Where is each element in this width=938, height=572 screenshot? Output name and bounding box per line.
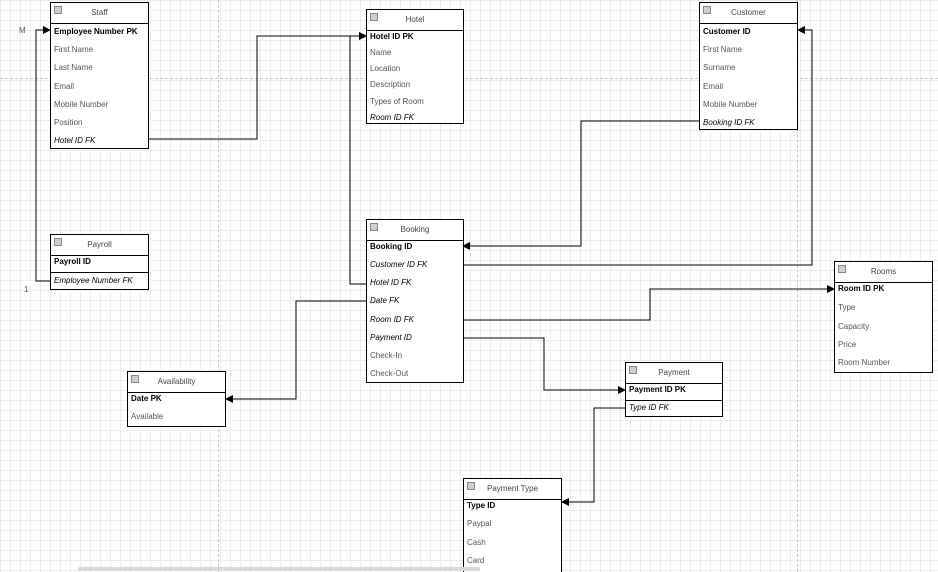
cardinality-one-label: 1 bbox=[24, 285, 29, 294]
edge-booking-rooms bbox=[463, 285, 835, 321]
table-icon bbox=[703, 6, 711, 14]
entity-customer-field[interactable]: Surname bbox=[703, 63, 736, 72]
entity-booking-field[interactable]: Payment ID bbox=[370, 333, 412, 342]
edge-payment-paymenttype bbox=[561, 407, 625, 506]
edge-booking-customer bbox=[463, 26, 813, 266]
page-break-line bbox=[0, 78, 938, 79]
entity-rooms-field[interactable]: Capacity bbox=[838, 322, 870, 331]
cardinality-many-label: M bbox=[19, 26, 26, 35]
entity-availability-field[interactable]: Available bbox=[131, 412, 164, 421]
entity-staff-field[interactable]: Position bbox=[54, 118, 83, 127]
entity-payment-title: Payment bbox=[658, 368, 690, 377]
entity-rooms-title: Rooms bbox=[870, 267, 897, 276]
entity-payment-type-field[interactable]: Cash bbox=[467, 538, 486, 547]
table-icon bbox=[54, 6, 62, 14]
entity-rooms-field[interactable]: Room Number bbox=[838, 358, 891, 367]
entity-rooms-field[interactable]: Price bbox=[838, 340, 857, 349]
entity-booking-header[interactable]: Booking bbox=[367, 220, 463, 241]
key-separator bbox=[626, 400, 722, 401]
entity-hotel-field[interactable]: Name bbox=[370, 48, 392, 57]
entity-customer-field[interactable]: Customer ID bbox=[703, 27, 751, 36]
entity-payment-type-field[interactable]: Type ID bbox=[467, 501, 496, 510]
edge-booking-hotel bbox=[349, 32, 367, 285]
entity-staff-field[interactable]: Last Name bbox=[54, 63, 93, 72]
entity-payment-type-title: Payment Type bbox=[487, 484, 538, 493]
entity-availability-header[interactable]: Availability bbox=[128, 372, 225, 393]
entity-staff-field[interactable]: Employee Number PK bbox=[54, 27, 138, 36]
entity-staff-title: Staff bbox=[91, 8, 108, 17]
entity-rooms[interactable]: Rooms Room ID PK Type Capacity Price Roo… bbox=[834, 261, 933, 373]
entity-staff-field[interactable]: Email bbox=[54, 82, 75, 91]
page-break-line bbox=[218, 0, 219, 572]
table-icon bbox=[131, 375, 139, 383]
edge-payroll-staff bbox=[35, 26, 51, 282]
entity-booking-field[interactable]: Hotel ID FK bbox=[370, 278, 412, 287]
edge-staff-hotel bbox=[149, 32, 367, 140]
entity-rooms-field[interactable]: Room ID PK bbox=[838, 284, 885, 293]
entity-staff-field[interactable]: Mobile Number bbox=[54, 100, 109, 109]
entity-hotel-title: Hotel bbox=[405, 15, 425, 24]
entity-hotel-field[interactable]: Room ID FK bbox=[370, 113, 415, 122]
entity-booking-field[interactable]: Room ID FK bbox=[370, 315, 415, 324]
entity-payment[interactable]: Payment Payment ID PK Type ID FK bbox=[625, 362, 723, 417]
entity-hotel-field[interactable]: Description bbox=[370, 80, 411, 89]
entity-payment-header[interactable]: Payment bbox=[626, 363, 722, 384]
entity-booking-field[interactable]: Customer ID FK bbox=[370, 260, 428, 269]
entity-staff-header[interactable]: Staff bbox=[51, 3, 148, 24]
entity-payment-field[interactable]: Type ID FK bbox=[629, 403, 669, 412]
entity-payroll-field[interactable]: Employee Number FK bbox=[54, 276, 133, 285]
entity-payroll-header[interactable]: Payroll bbox=[51, 235, 148, 256]
table-icon bbox=[838, 265, 846, 273]
entity-payment-field[interactable]: Payment ID PK bbox=[629, 385, 686, 394]
entity-customer[interactable]: Customer Customer ID First Name Surname … bbox=[699, 2, 798, 130]
entity-availability[interactable]: Availability Date PK Available bbox=[127, 371, 226, 427]
entity-hotel-field[interactable]: Hotel ID PK bbox=[370, 32, 414, 41]
entity-staff-field[interactable]: Hotel ID FK bbox=[54, 136, 96, 145]
table-icon bbox=[54, 238, 62, 246]
entity-booking-title: Booking bbox=[400, 225, 430, 234]
entity-customer-title: Customer bbox=[731, 8, 766, 17]
table-icon bbox=[629, 366, 637, 374]
entity-payroll-title: Payroll bbox=[87, 240, 112, 249]
entity-availability-title: Availability bbox=[157, 377, 196, 386]
entity-hotel-field[interactable]: Location bbox=[370, 64, 401, 73]
entity-customer-field[interactable]: First Name bbox=[703, 45, 743, 54]
table-icon bbox=[467, 482, 475, 490]
entity-staff[interactable]: Staff Employee Number PK First Name Last… bbox=[50, 2, 149, 149]
entity-payment-type-field[interactable]: Paypal bbox=[467, 519, 492, 528]
entity-rooms-field[interactable]: Type bbox=[838, 303, 856, 312]
entity-booking-field[interactable]: Check-Out bbox=[370, 369, 409, 378]
entity-staff-field[interactable]: First Name bbox=[54, 45, 94, 54]
entity-payroll[interactable]: Payroll Payroll ID Employee Number FK bbox=[50, 234, 149, 290]
edge-customer-booking bbox=[462, 120, 699, 250]
entity-rooms-header[interactable]: Rooms bbox=[835, 262, 932, 283]
entity-customer-field[interactable]: Mobile Number bbox=[703, 100, 758, 109]
entity-payroll-field[interactable]: Payroll ID bbox=[54, 257, 91, 266]
entity-booking-field[interactable]: Date FK bbox=[370, 296, 400, 305]
entity-payment-type-field[interactable]: Card bbox=[467, 556, 485, 565]
edge-booking-payment bbox=[463, 337, 626, 394]
entity-payment-type[interactable]: Payment Type Type ID Paypal Cash Card bbox=[463, 478, 562, 572]
entity-booking-field[interactable]: Check-In bbox=[370, 351, 403, 360]
page-break-line bbox=[797, 0, 798, 572]
entity-booking[interactable]: Booking Booking ID Customer ID FK Hotel … bbox=[366, 219, 464, 383]
entity-availability-field[interactable]: Date PK bbox=[131, 394, 162, 403]
entity-customer-field[interactable]: Email bbox=[703, 82, 724, 91]
edge-booking-availability bbox=[225, 300, 366, 403]
entity-customer-header[interactable]: Customer bbox=[700, 3, 797, 24]
horizontal-scrollbar[interactable] bbox=[78, 567, 480, 571]
table-icon bbox=[370, 13, 378, 21]
entity-hotel-header[interactable]: Hotel bbox=[367, 10, 463, 31]
entity-customer-field[interactable]: Booking ID FK bbox=[703, 118, 755, 127]
entity-hotel[interactable]: Hotel Hotel ID PK Name Location Descript… bbox=[366, 9, 464, 124]
table-icon bbox=[370, 223, 378, 231]
entity-hotel-field[interactable]: Types of Room bbox=[370, 97, 424, 106]
entity-payment-type-header[interactable]: Payment Type bbox=[464, 479, 561, 500]
entity-booking-field[interactable]: Booking ID bbox=[370, 242, 413, 251]
key-separator bbox=[51, 272, 148, 273]
